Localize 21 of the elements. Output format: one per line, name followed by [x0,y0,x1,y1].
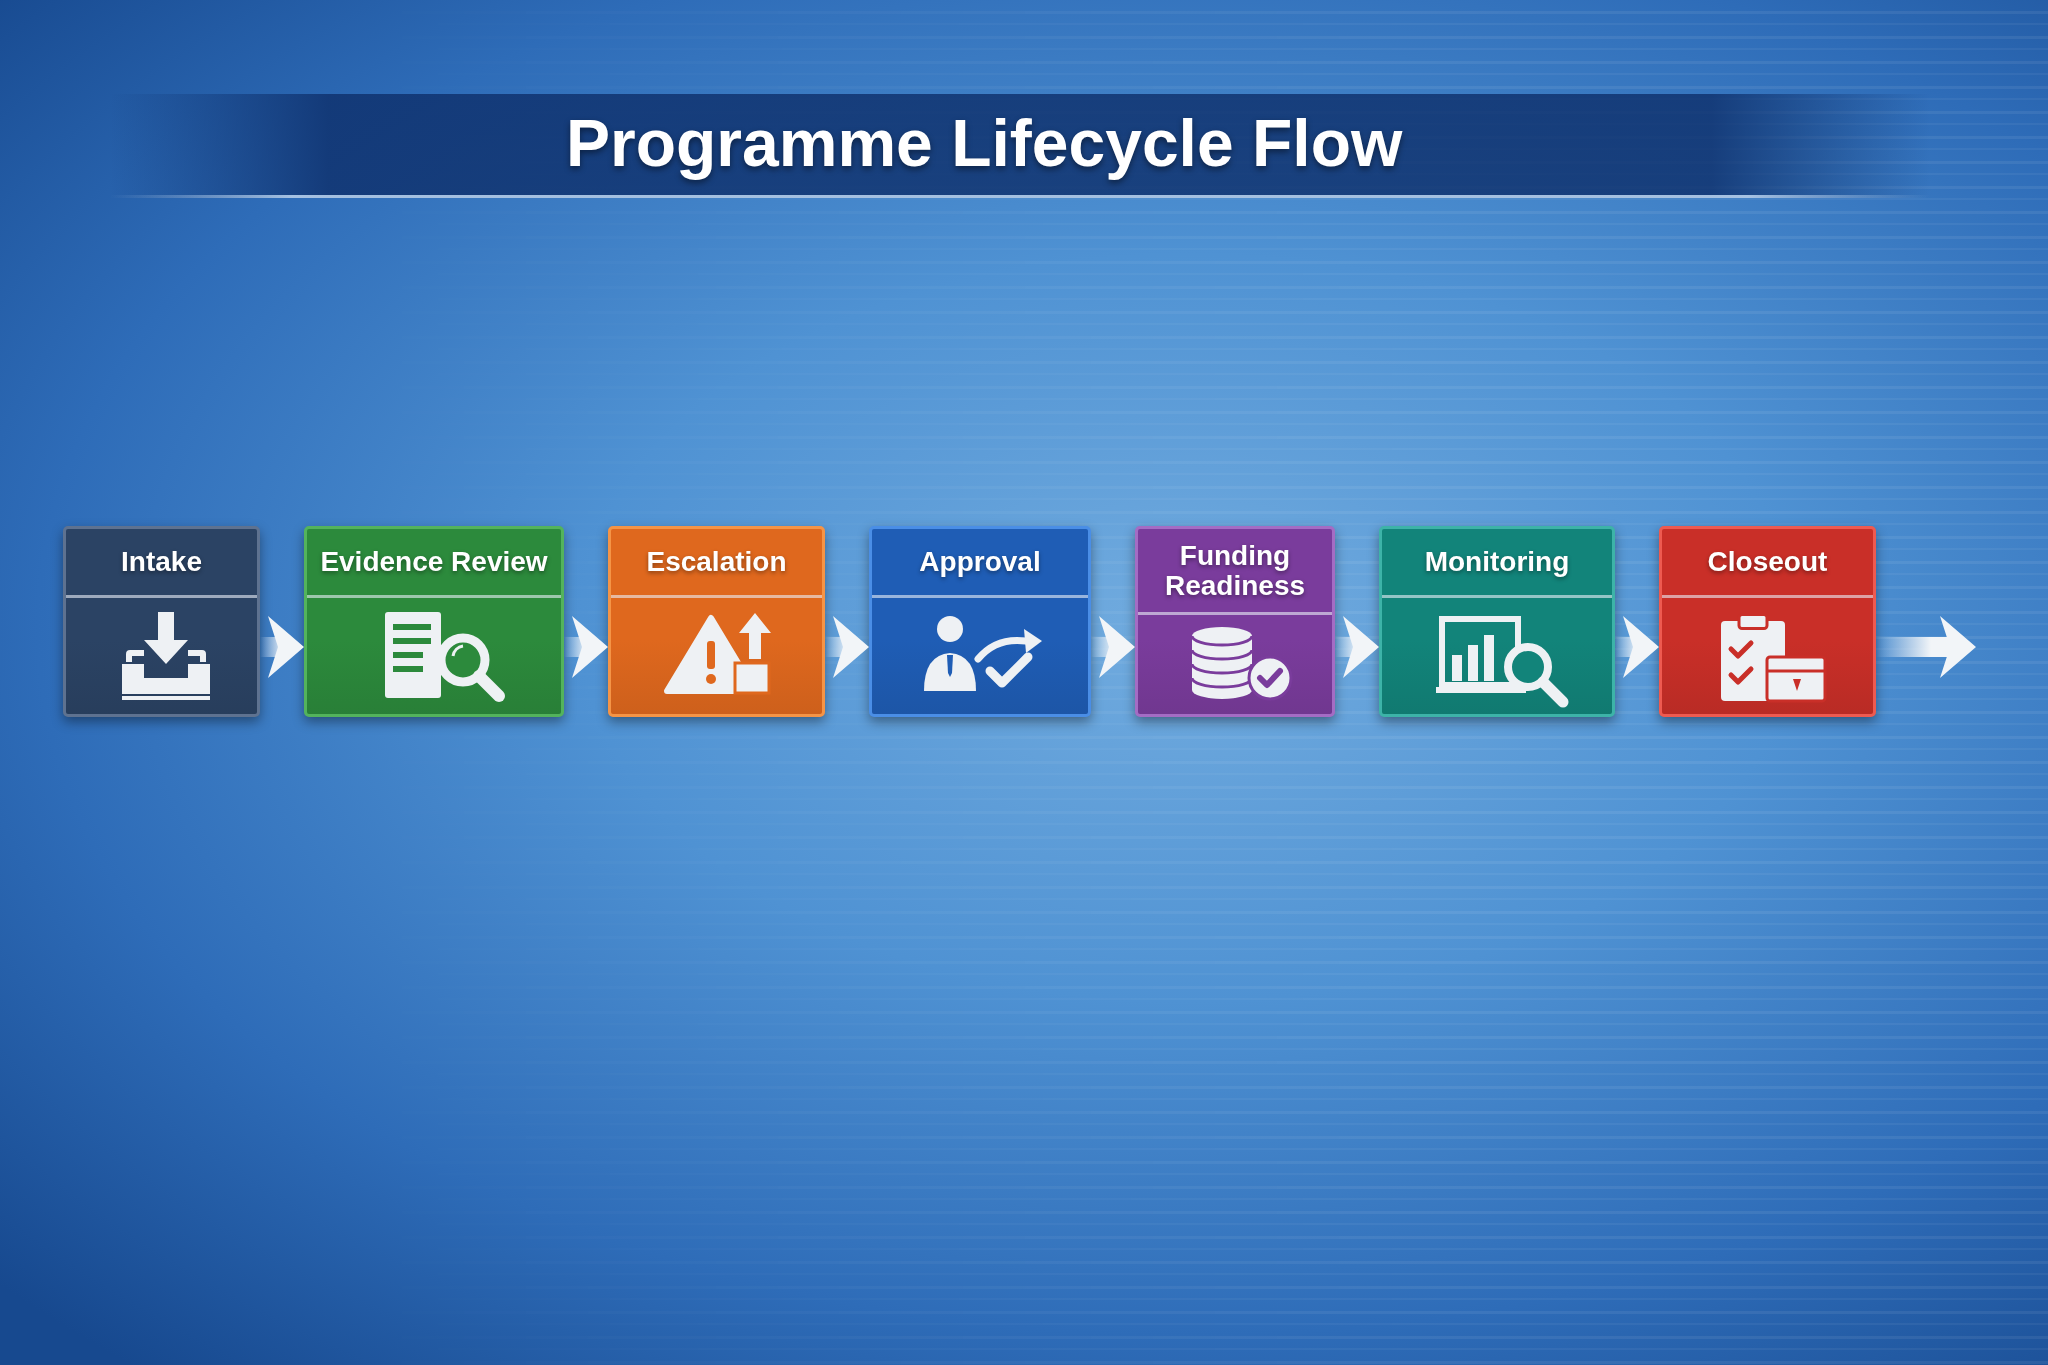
stage-box [1379,526,1615,717]
flow-arrow [260,616,304,678]
stage-title: Closeout [1707,547,1828,577]
stage-title: Escalation [646,547,787,577]
stage-box [869,526,1091,717]
flow-arrow [825,616,869,678]
stage-box [608,526,825,717]
flow-arrow [1876,616,1976,678]
stage-box [63,526,260,717]
stage-title: Funding Readiness [1163,540,1307,601]
stage-box [1659,526,1876,717]
flow-arrow [1091,616,1135,678]
flow-arrow [1335,616,1379,678]
flow-arrow [564,616,608,678]
stage-title: Evidence Review [320,547,548,577]
flow-arrow [1615,616,1659,678]
stage-box [1135,526,1335,717]
stage-title: Monitoring [1424,547,1570,577]
stage-box [304,526,564,717]
stage-title: Intake [121,547,202,577]
stage-title: Approval [919,547,1041,577]
